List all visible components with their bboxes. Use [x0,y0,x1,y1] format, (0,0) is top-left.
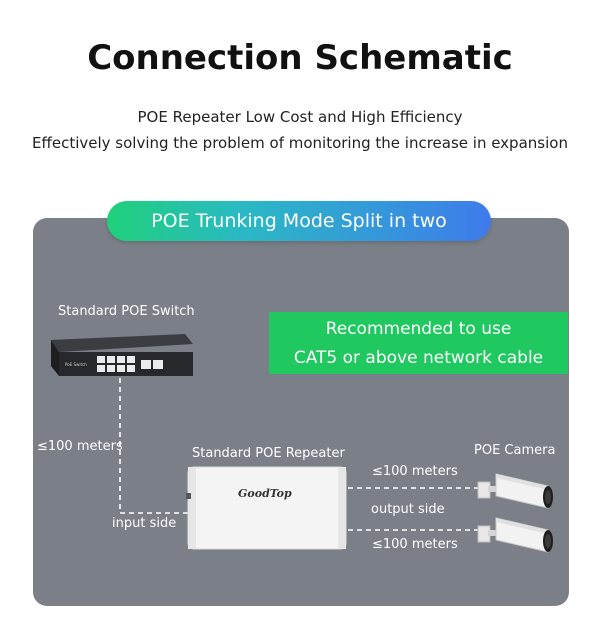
subtitle-line-2: Effectively solving the problem of monit… [32,134,568,152]
page-title: Connection Schematic [87,38,513,78]
subtitle-line-1: POE Repeater Low Cost and High Efficienc… [137,108,463,126]
distance-top-label: ≤100 meters [372,464,458,479]
camera-label: POE Camera [474,443,556,458]
recommend-line-2: CAT5 or above network cable [293,348,544,368]
recommend-line-1: Recommended to use [325,319,512,339]
camera-top-image [477,473,553,509]
camera-bottom-image [477,517,553,553]
cable-switch-to-repeater [119,378,190,514]
poe-switch-image: PoE Switch [51,334,193,376]
poe-repeater-image: GoodTop [186,466,347,550]
recommendation-box: Recommended to use CAT5 or above network… [269,312,568,374]
repeater-label: Standard POE Repeater [192,446,345,461]
input-side-label: input side [112,516,177,531]
switch-model-text: PoE Switch [65,362,87,367]
switch-label: Standard POE Switch [58,304,195,319]
output-side-label: output side [371,502,445,517]
mode-banner: POE Trunking Mode Split in two [107,201,491,241]
repeater-brand-text: GoodTop [238,487,292,500]
distance-left-label: ≤100 meters [37,439,123,454]
distance-bottom-label: ≤100 meters [372,537,458,552]
